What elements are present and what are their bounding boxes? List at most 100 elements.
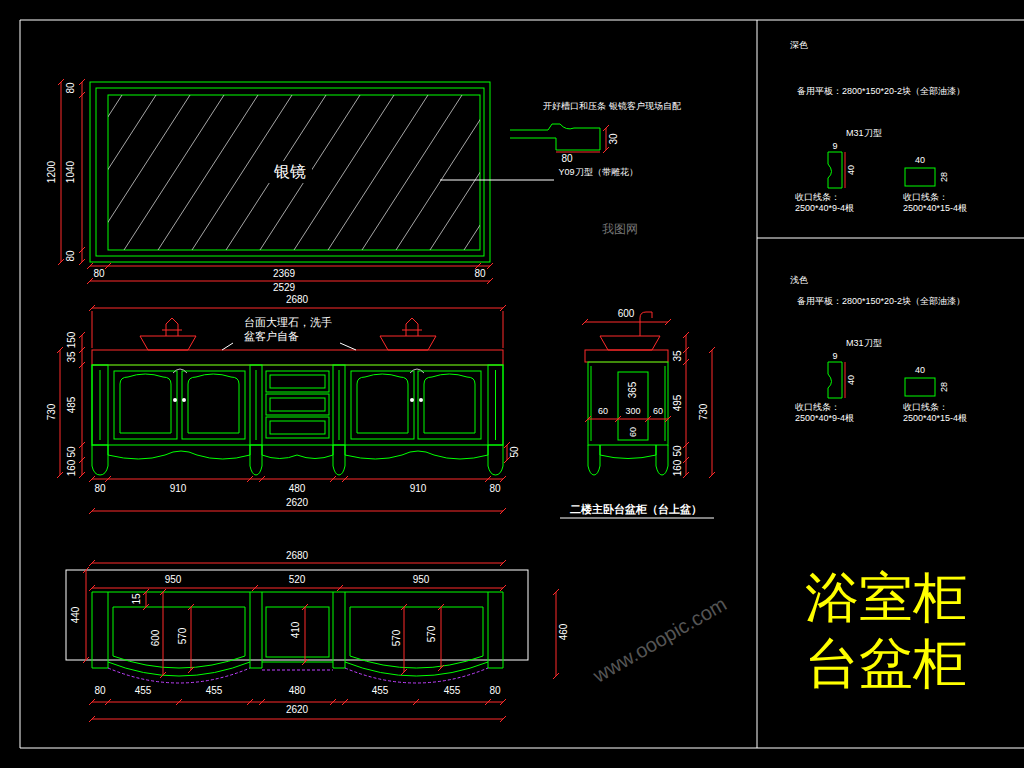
leg — [333, 445, 345, 475]
dimension-tick — [487, 263, 493, 269]
leader-line — [440, 180, 554, 181]
dimension-text: 495 — [672, 395, 684, 412]
material-note: 深色 — [790, 40, 808, 51]
dimension-line — [92, 719, 503, 720]
dimension-tick — [89, 305, 95, 311]
dimension-tick — [247, 699, 253, 705]
dimension-line — [92, 511, 503, 512]
dimension-line — [305, 607, 306, 662]
dimension-text: 80 — [65, 82, 77, 93]
dimension-tick — [500, 508, 506, 514]
drawer-plan — [266, 607, 329, 657]
hatch-line — [158, 95, 258, 250]
dimension-text: 600 — [150, 630, 162, 647]
dimension-tick — [709, 472, 715, 478]
cabinet-plan — [92, 592, 503, 676]
dimension-text: 28 — [939, 382, 949, 392]
dimension-tick — [603, 147, 609, 153]
dimension-line — [146, 592, 147, 607]
door-panel — [120, 374, 171, 433]
material-note: 备用平板：2800*150*20-2块（全部油漆） — [797, 296, 965, 307]
side-frame — [591, 366, 592, 441]
dimension-tick — [665, 319, 671, 325]
hatch-line — [226, 95, 326, 250]
material-panel: 深色备用平板：2800*150*20-2块（全部油漆）M31刀型收口线条： 25… — [757, 20, 1024, 238]
leg — [588, 445, 600, 475]
dimension-text: 80 — [561, 153, 572, 165]
knob — [173, 398, 177, 402]
dimension-tick — [438, 604, 444, 610]
dimension-tick — [615, 416, 621, 422]
pilaster-flute — [495, 370, 496, 440]
dimension-tick — [683, 359, 689, 365]
pilaster-flute — [100, 370, 101, 440]
dimension-text: 600 — [618, 308, 635, 320]
dimension-tick — [683, 457, 689, 463]
dimension-line — [441, 607, 442, 668]
dimension-text: 730 — [698, 404, 710, 421]
dimension-tick — [79, 259, 85, 265]
dimension-tick — [500, 305, 506, 311]
dimension-tick — [247, 476, 253, 482]
trim-profile — [905, 168, 935, 186]
mirror-frame — [90, 82, 490, 262]
dimension-tick — [302, 659, 308, 665]
dimension-text: 485 — [66, 397, 78, 414]
dimension-text: 35 — [672, 350, 684, 361]
dimension-text: 520 — [289, 574, 306, 586]
door — [351, 371, 414, 439]
leg — [488, 445, 503, 475]
dimension-tick — [79, 332, 85, 338]
side-panel — [618, 372, 648, 440]
mirror-glass — [108, 95, 480, 250]
dimension-tick — [143, 604, 149, 610]
dimension-tick — [79, 92, 85, 98]
faucet-handle — [162, 330, 182, 331]
leader-line — [222, 343, 233, 350]
dimension-line — [90, 281, 490, 282]
leader-line — [340, 343, 356, 350]
dimension-line — [588, 419, 668, 420]
dimension-tick — [79, 79, 85, 85]
basin — [140, 336, 196, 350]
knob — [182, 398, 186, 402]
dimension-text: 80 — [93, 268, 104, 280]
dimension-text: 2680 — [286, 294, 308, 306]
pilaster — [92, 365, 108, 445]
dimension-text: 365 — [627, 382, 639, 399]
pilaster-line — [333, 592, 334, 662]
front-curve — [345, 668, 488, 683]
dimension-text: 910 — [170, 483, 187, 495]
dimension-line — [92, 702, 503, 703]
dimension-tick — [645, 416, 651, 422]
extension-line — [92, 311, 93, 348]
dimension-text: 440 — [70, 607, 82, 624]
drawer — [266, 417, 329, 438]
hatch-line — [260, 95, 360, 250]
panel-divider — [757, 20, 758, 748]
dimension-text: 160 — [672, 460, 684, 477]
dimension-text: 2620 — [286, 497, 308, 509]
dimension-tick — [401, 604, 407, 610]
dimension-tick — [413, 699, 419, 705]
dimension-line — [556, 152, 600, 153]
sheet-frame — [20, 20, 21, 748]
door — [418, 371, 481, 439]
door-panel — [357, 374, 408, 433]
sheet-title: 浴室柜 台盆柜 — [805, 565, 980, 697]
dimension-line — [686, 335, 687, 475]
dimension-line — [86, 570, 87, 660]
dimension-text: 40 — [846, 375, 856, 385]
panel-divider — [757, 238, 1024, 239]
sheet-frame — [20, 748, 1024, 749]
drawer-panel — [270, 421, 325, 434]
dimension-text: 480 — [289, 685, 306, 697]
dimension-text: 80 — [474, 268, 485, 280]
dimension-tick — [188, 667, 194, 673]
dimension-tick — [57, 347, 63, 353]
dimension-line — [90, 266, 490, 267]
material-panel: 浅色备用平板：2800*150*20-2块（全部油漆）M31刀型收口线条： 25… — [757, 238, 1024, 538]
dimension-text: 455 — [444, 685, 461, 697]
dimension-tick — [176, 699, 182, 705]
pilaster-line — [108, 592, 109, 662]
